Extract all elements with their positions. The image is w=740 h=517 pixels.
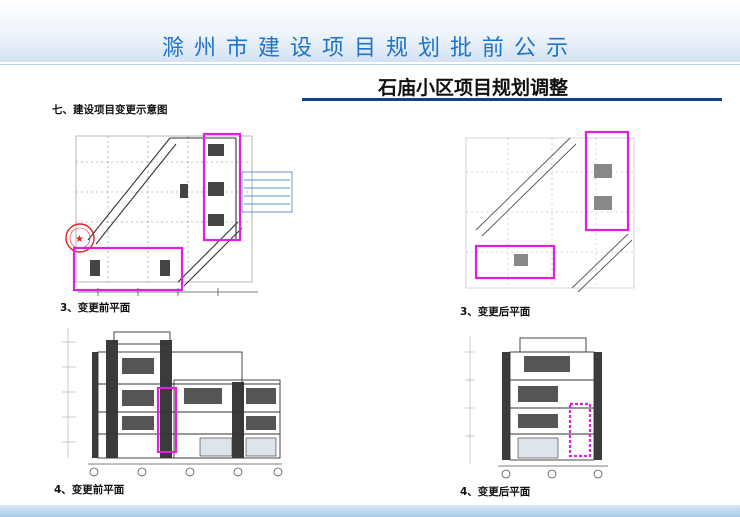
- plan-after-drawing: [465, 130, 635, 293]
- subtitle-underline: [302, 98, 722, 101]
- header-divider: [0, 64, 740, 65]
- highlight-box: [584, 130, 630, 232]
- highlight-box: [156, 386, 178, 454]
- highlight-box: [202, 132, 242, 242]
- highlight-box: [72, 246, 184, 292]
- project-subtitle: 石庙小区项目规划调整: [378, 77, 569, 99]
- page-title: 滁州市建设项目规划批前公示: [161, 36, 578, 61]
- highlight-box: [568, 402, 592, 458]
- plan-before-drawing: ★: [65, 132, 293, 296]
- plan-after-label: 3、变更后平面: [460, 306, 531, 318]
- svg-text:★: ★: [75, 234, 84, 245]
- elev-before-label: 4、变更前平面: [54, 484, 125, 496]
- section-title: 七、建设项目变更示意图: [52, 104, 168, 116]
- header-banner: [0, 0, 740, 62]
- highlight-box: [474, 244, 556, 280]
- plan-before-label: 3、变更前平面: [60, 302, 131, 314]
- elev-before-drawing: [62, 328, 283, 477]
- elev-after-drawing: [465, 336, 608, 479]
- elev-after-label: 4、变更后平面: [460, 486, 531, 498]
- footer-bar: [0, 505, 740, 517]
